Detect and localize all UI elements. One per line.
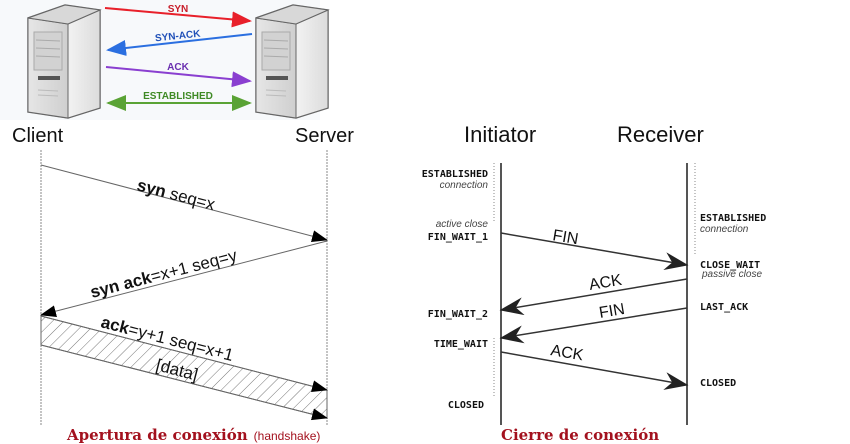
syn-ack-arrow xyxy=(106,33,253,56)
seq-synack-arrow xyxy=(40,240,328,318)
seq-syn-arrow xyxy=(40,164,328,242)
ack2-arrow xyxy=(500,351,689,390)
ack1-arrow xyxy=(499,278,688,316)
fin1-label: FIN xyxy=(551,227,579,248)
seq-ack-arrow-bottom xyxy=(40,344,328,421)
receiver-note-passive-close: passive close xyxy=(701,269,762,280)
teardown-caption: Cierre de conexión xyxy=(501,426,659,444)
receiver-state-closed: CLOSED xyxy=(700,378,736,389)
client-server-icon xyxy=(27,4,102,119)
established-label: ESTABLISHED xyxy=(143,91,213,102)
seq-ack-arrow-top xyxy=(40,315,328,393)
server-label: Server xyxy=(295,125,354,147)
client-label: Client xyxy=(12,125,64,147)
fin2-arrow xyxy=(499,307,688,344)
fin1-arrow xyxy=(500,232,689,271)
syn-ack-label: SYN-ACK xyxy=(155,29,202,45)
ack2-label: ACK xyxy=(549,342,585,364)
seq-synack-label: syn ack=x+1 seq=y xyxy=(88,246,239,302)
initiator-note-connection: connection xyxy=(440,180,489,191)
fin2-label: FIN xyxy=(598,301,626,322)
seq-syn-label: syn seq=x xyxy=(135,175,218,214)
receiver-note-connection: connection xyxy=(700,224,749,235)
ack1-label: ACK xyxy=(588,272,624,294)
initiator-note-active-close: active close xyxy=(436,219,489,230)
server-icon xyxy=(255,4,330,119)
receiver-label: Receiver xyxy=(617,122,704,147)
handshake-caption: Apertura de conexión(handshake) xyxy=(66,426,320,444)
initiator-state-fin-wait-1: FIN_WAIT_1 xyxy=(428,232,488,243)
initiator-state-time-wait: TIME_WAIT xyxy=(434,339,488,350)
initiator-state-established: ESTABLISHED xyxy=(422,169,488,180)
receiver-state-established: ESTABLISHED xyxy=(700,213,766,224)
initiator-state-fin-wait-2: FIN_WAIT_2 xyxy=(428,309,488,320)
syn-arrow xyxy=(104,7,252,28)
ack-label: ACK xyxy=(167,62,189,73)
ack-arrow xyxy=(105,66,252,88)
receiver-state-close-wait: CLOSE_WAIT xyxy=(700,260,760,271)
receiver-state-last-ack: LAST_ACK xyxy=(700,302,748,313)
initiator-state-closed: CLOSED xyxy=(448,400,484,411)
syn-label: SYN xyxy=(168,4,189,15)
initiator-label: Initiator xyxy=(464,122,536,147)
